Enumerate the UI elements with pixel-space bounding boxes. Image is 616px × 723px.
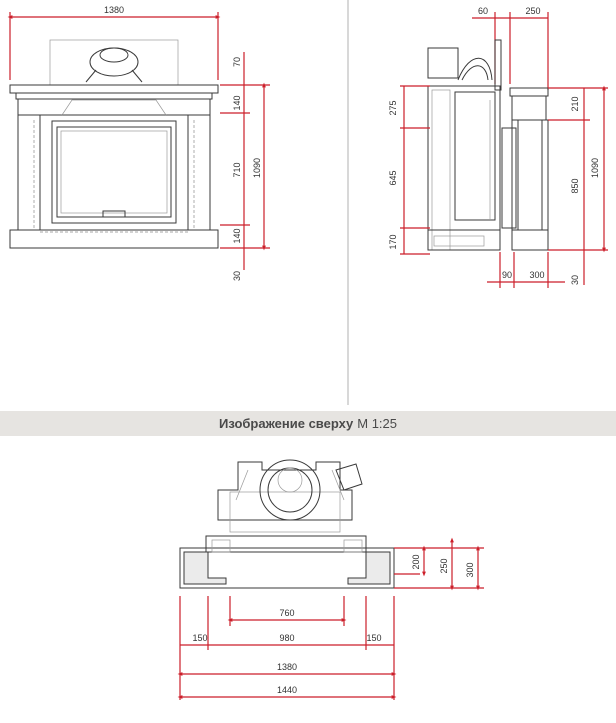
plan-bottom-dim-980: 980: [279, 633, 294, 643]
plan-right-dim-2: 250: [439, 558, 449, 573]
top-view-title: Изображение сверху: [218, 416, 354, 431]
top-view-heading: Изображение сверху М 1:25: [0, 411, 616, 436]
plan-bottom-dim-150-right: 150: [366, 633, 381, 643]
front-height-dim-2: 140: [232, 95, 242, 110]
side-right-dim-2: 850: [570, 178, 580, 193]
front-total-height-dim: 1090: [252, 158, 262, 178]
plan-bottom-dim-1440: 1440: [277, 685, 297, 695]
side-left-dim-3: 170: [388, 234, 398, 249]
front-height-dim-4: 140: [232, 228, 242, 243]
front-height-dim-3: 710: [232, 162, 242, 177]
side-bottom-dim-3: 30: [570, 275, 580, 285]
side-right-dim-3: 1090: [590, 158, 600, 178]
plan-right-dim-1: 200: [411, 554, 421, 569]
front-width-dim: 1380: [104, 5, 124, 15]
front-height-dim-5: 30: [232, 271, 242, 281]
plan-bottom-dim-1380: 1380: [277, 662, 297, 672]
front-height-dim-1: 70: [232, 57, 242, 67]
plan-view: 200 250 300 760 150 980 150 1380 1440: [177, 459, 484, 700]
front-view: 1380 70 140 710: [7, 5, 270, 281]
side-top-dim-2: 250: [525, 6, 540, 16]
side-right-dim-1: 210: [570, 96, 580, 111]
plan-right-dim-3: 300: [465, 562, 475, 577]
side-bottom-dim-1: 90: [502, 270, 512, 280]
side-bottom-dim-2: 300: [529, 270, 544, 280]
top-view-scale: М 1:25: [357, 416, 397, 431]
side-top-dim-1: 60: [478, 6, 488, 16]
plan-bottom-dim-760: 760: [279, 608, 294, 618]
side-view: 60 250 275 645 170 2: [388, 6, 608, 288]
side-left-dim-1: 275: [388, 100, 398, 115]
side-left-dim-2: 645: [388, 170, 398, 185]
plan-bottom-dim-150-left: 150: [192, 633, 207, 643]
